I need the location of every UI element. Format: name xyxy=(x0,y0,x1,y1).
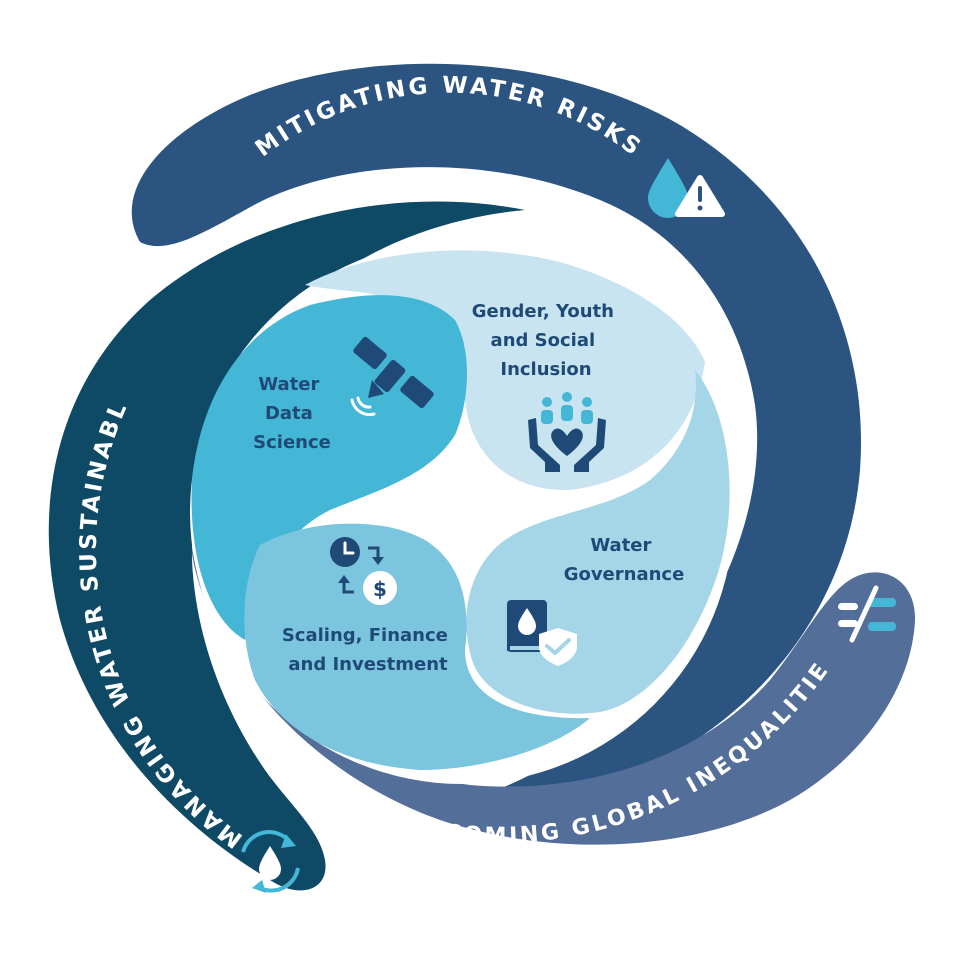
label-scaling-finance-investment: Scaling, Finance and Investment xyxy=(282,625,454,675)
hands-people-icon xyxy=(528,392,606,472)
not-equal-icon xyxy=(838,585,896,643)
book-shield-icon xyxy=(507,600,577,666)
label-gender-youth-social-inclusion: Gender, Youth and Social Inclusion xyxy=(472,301,621,380)
clock-dollar-icon: $ xyxy=(330,537,397,605)
svg-text:$: $ xyxy=(373,577,387,601)
label-water-governance: Water Governance xyxy=(564,535,685,585)
label-water-data-science: Water Data Science xyxy=(253,374,331,453)
water-drop-recycle-icon xyxy=(241,830,300,893)
satellite-icon xyxy=(350,336,434,416)
band-mitigating-water-risks xyxy=(131,63,862,804)
water-drop-warning-icon xyxy=(648,158,725,218)
band-managing-water-sustainably xyxy=(48,201,525,891)
petal-scaling-finance-investment xyxy=(244,523,590,770)
